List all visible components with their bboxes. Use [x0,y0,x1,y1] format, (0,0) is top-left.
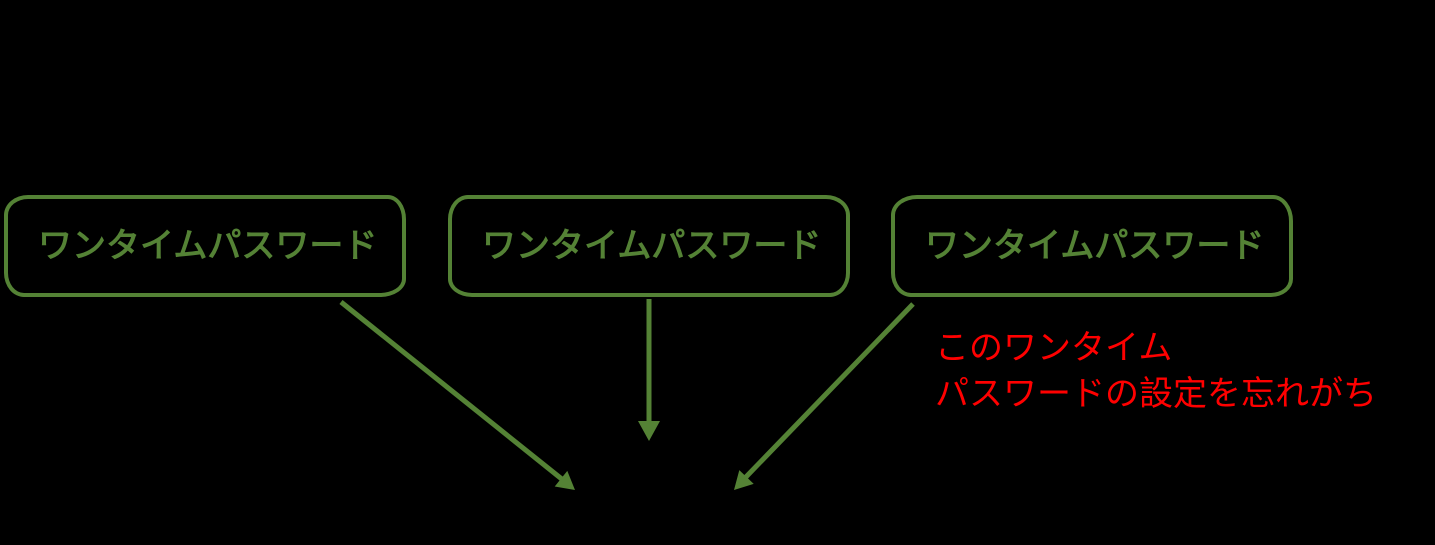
annotation-line-1: このワンタイム [935,330,1173,367]
otp-box-2: ワンタイムパスワード [448,195,850,297]
arrow-from-box2-head [638,421,660,441]
otp-box-2-label: ワンタイムパスワード [482,227,822,265]
annotation-note: このワンタイム パスワードの設定を忘れがち [935,326,1377,418]
otp-box-3: ワンタイムパスワード [891,195,1293,297]
otp-box-3-label: ワンタイムパスワード [925,227,1265,265]
arrow-from-box2 [638,299,660,441]
arrow-from-box3-head [734,470,754,490]
arrow-from-box1 [339,300,575,490]
arrow-from-box3 [734,302,915,490]
annotation-line-2: パスワードの設定を忘れがち [935,376,1377,413]
arrow-from-box1-head [554,470,575,490]
otp-box-1-label: ワンタイムパスワード [38,227,378,265]
otp-box-1: ワンタイムパスワード [4,195,406,297]
